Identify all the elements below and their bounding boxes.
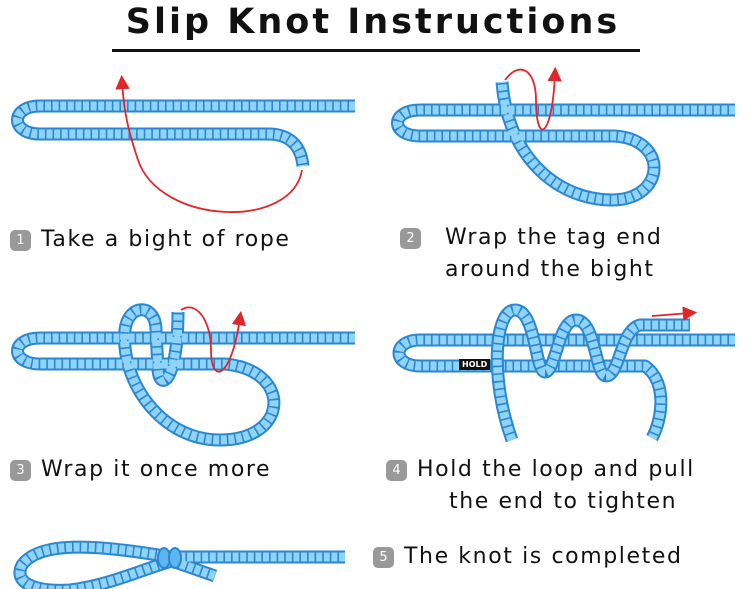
arrow — [504, 66, 562, 131]
step-5-illustration — [13, 540, 345, 589]
step-text: The knot is completed — [404, 544, 683, 569]
page-title: Slip Knot Instructions — [125, 2, 621, 42]
step-2-illustration — [391, 66, 735, 207]
step-number-badge: 4 — [386, 460, 407, 481]
arrow — [115, 74, 303, 213]
step-4: 4 Hold the loop and pull the end to tigh… — [386, 454, 695, 518]
step-1-illustration — [11, 74, 355, 213]
rope — [11, 303, 355, 447]
step-number-badge: 2 — [400, 228, 421, 249]
arrow — [180, 306, 247, 373]
step-5: 5 The knot is completed — [373, 541, 683, 573]
rope-segments — [393, 81, 735, 205]
rope — [392, 333, 735, 442]
title-underline — [112, 49, 640, 52]
step-text: Take a bight of rope — [41, 227, 291, 252]
rope-segments — [13, 305, 355, 445]
arrow — [651, 306, 698, 321]
step-1: 1 Take a bight of rope — [10, 224, 291, 256]
step-number-badge: 3 — [10, 460, 31, 481]
step-3-illustration — [11, 303, 355, 447]
step-4-illustration — [392, 303, 735, 443]
step-text: the end to tighten — [449, 489, 678, 514]
step-3: 3 Wrap it once more — [10, 454, 271, 486]
step-2: 2 Wrap the tag end around the bight — [400, 222, 662, 286]
rope-segments — [394, 335, 735, 441]
step-number-badge: 5 — [373, 547, 394, 568]
knot — [168, 547, 182, 569]
step-text: Hold the loop and pull — [417, 457, 695, 482]
step-number-badge: 1 — [10, 230, 31, 251]
rope-segments — [13, 101, 355, 167]
rope — [391, 81, 735, 207]
hold-label: HOLD — [459, 359, 491, 370]
rope-segments — [492, 305, 690, 442]
step-text: Wrap it once more — [41, 457, 272, 482]
step-text: Wrap the tag end — [445, 225, 663, 250]
step-text: around the bight — [445, 257, 655, 282]
rope-segments — [15, 542, 345, 589]
